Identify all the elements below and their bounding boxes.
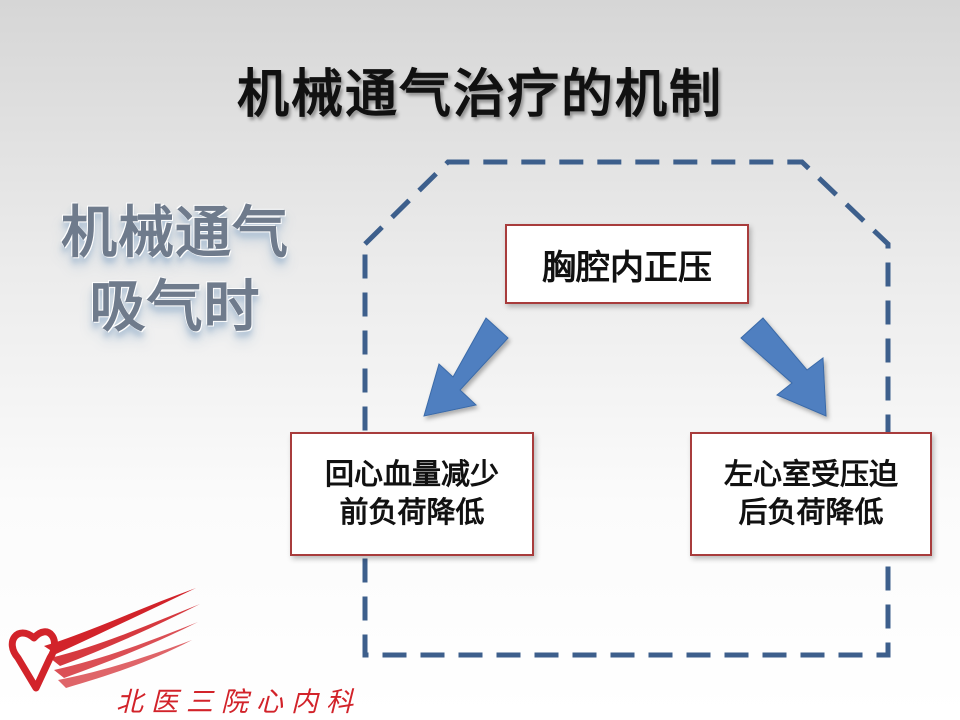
box-preload-line2: 前负荷降低 [339,495,485,529]
box-chest-pressure: 胸腔内正压 [505,224,749,304]
box-afterload: 左心室受压迫 后负荷降低 [690,432,932,556]
box-afterload-line1: 左心室受压迫 [723,457,898,492]
dashed-frame [362,159,891,658]
arrow-down-right [740,317,827,417]
box-afterload-line2: 后负荷降低 [738,495,884,529]
box-chest-pressure-text: 胸腔内正压 [542,247,712,288]
logo-text: 北医三院心内科 [116,687,361,718]
box-preload: 回心血量减少 前负荷降低 [290,432,534,556]
arrow-down-left [423,317,509,417]
side-label-line2: 吸气时 [89,275,261,340]
side-label-line1: 机械通气 [61,201,289,266]
slide-title: 机械通气治疗的机制 [236,65,723,125]
box-preload-line1: 回心血量减少 [324,457,499,492]
heart-logo-icon [8,588,200,692]
